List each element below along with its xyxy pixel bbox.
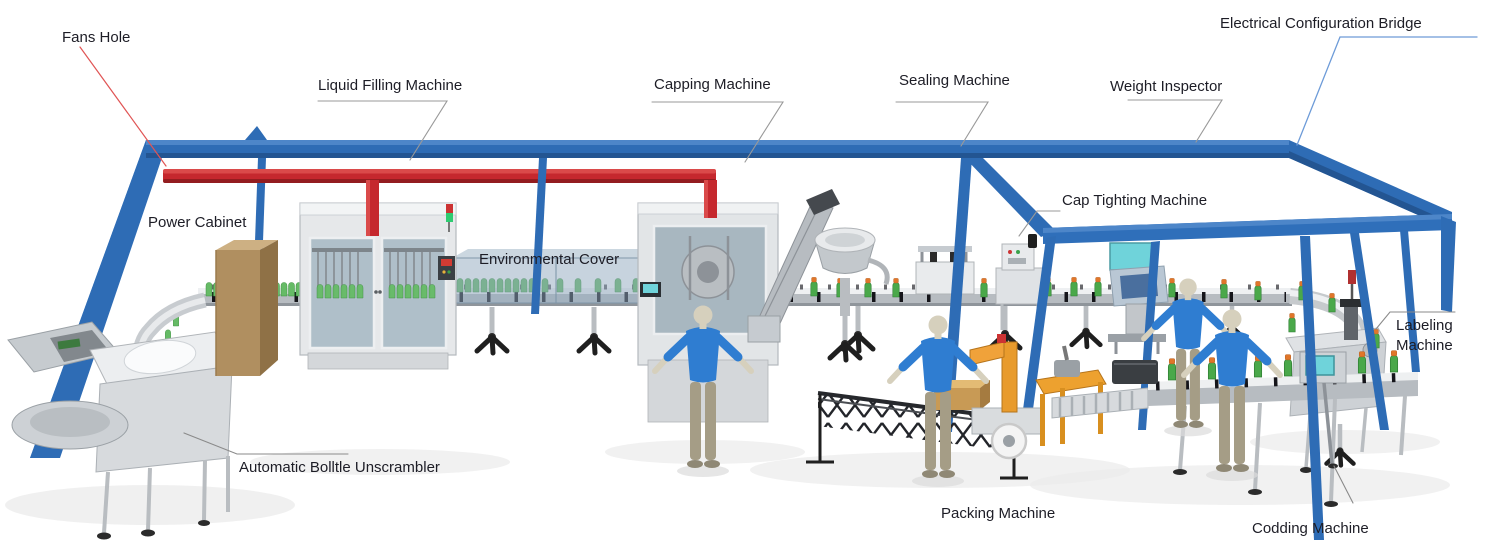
leader-weight-inspector [1127,99,1223,143]
label-capping-machine: Capping Machine [654,76,771,93]
leader-codding [1333,465,1354,504]
label-codding-machine: Codding Machine [1252,520,1369,537]
label-weight-inspector: Weight Inspector [1110,78,1223,95]
leader-lines [79,36,1478,504]
label-fans-hole: Fans Hole [62,29,131,46]
red-pipe [163,169,717,236]
leader-labeling [1375,311,1456,330]
power-cabinet [215,240,278,376]
label-liquid-filling-machine: Liquid Filling Machine [318,77,463,94]
leader-electrical-bridge [1296,36,1478,146]
leader-liquid-filling [317,100,448,161]
cap-elevator [747,189,840,343]
label-environmental-cover: Environmental Cover [479,251,620,268]
label-automatic-bottle-unscrambler: Automatic Bolltle Unscrambler [239,459,440,476]
leader-cap-tighting [1018,210,1061,237]
floor-shadows [5,430,1450,525]
bottle-unscrambler-machine [7,292,233,540]
front-conveyor [1051,351,1418,507]
label-electrical-configuration-bridge: Electrical Configuration Bridge [1220,15,1422,32]
weight-inspector-machine [1108,242,1169,354]
packing-machine [934,334,1107,460]
label-power-cabinet: Power Cabinet [148,214,247,231]
sealing-machine [915,246,975,295]
cap-sorter-bowl [814,227,890,360]
leader-fans-hole [79,46,167,167]
bridge-right-legs [1300,230,1420,540]
leader-capping [651,101,784,163]
label-labeling-machine: Labeling Machine [1396,317,1453,355]
label-packing-machine: Packing Machine [941,505,1056,522]
label-sealing-machine: Sealing Machine [899,72,1010,89]
leader-sealing [895,101,989,147]
cap-tighting-machine [995,234,1045,330]
label-cap-tighting-machine: Cap Tighting Machine [1062,192,1208,209]
leader-unscrambler [183,432,349,455]
